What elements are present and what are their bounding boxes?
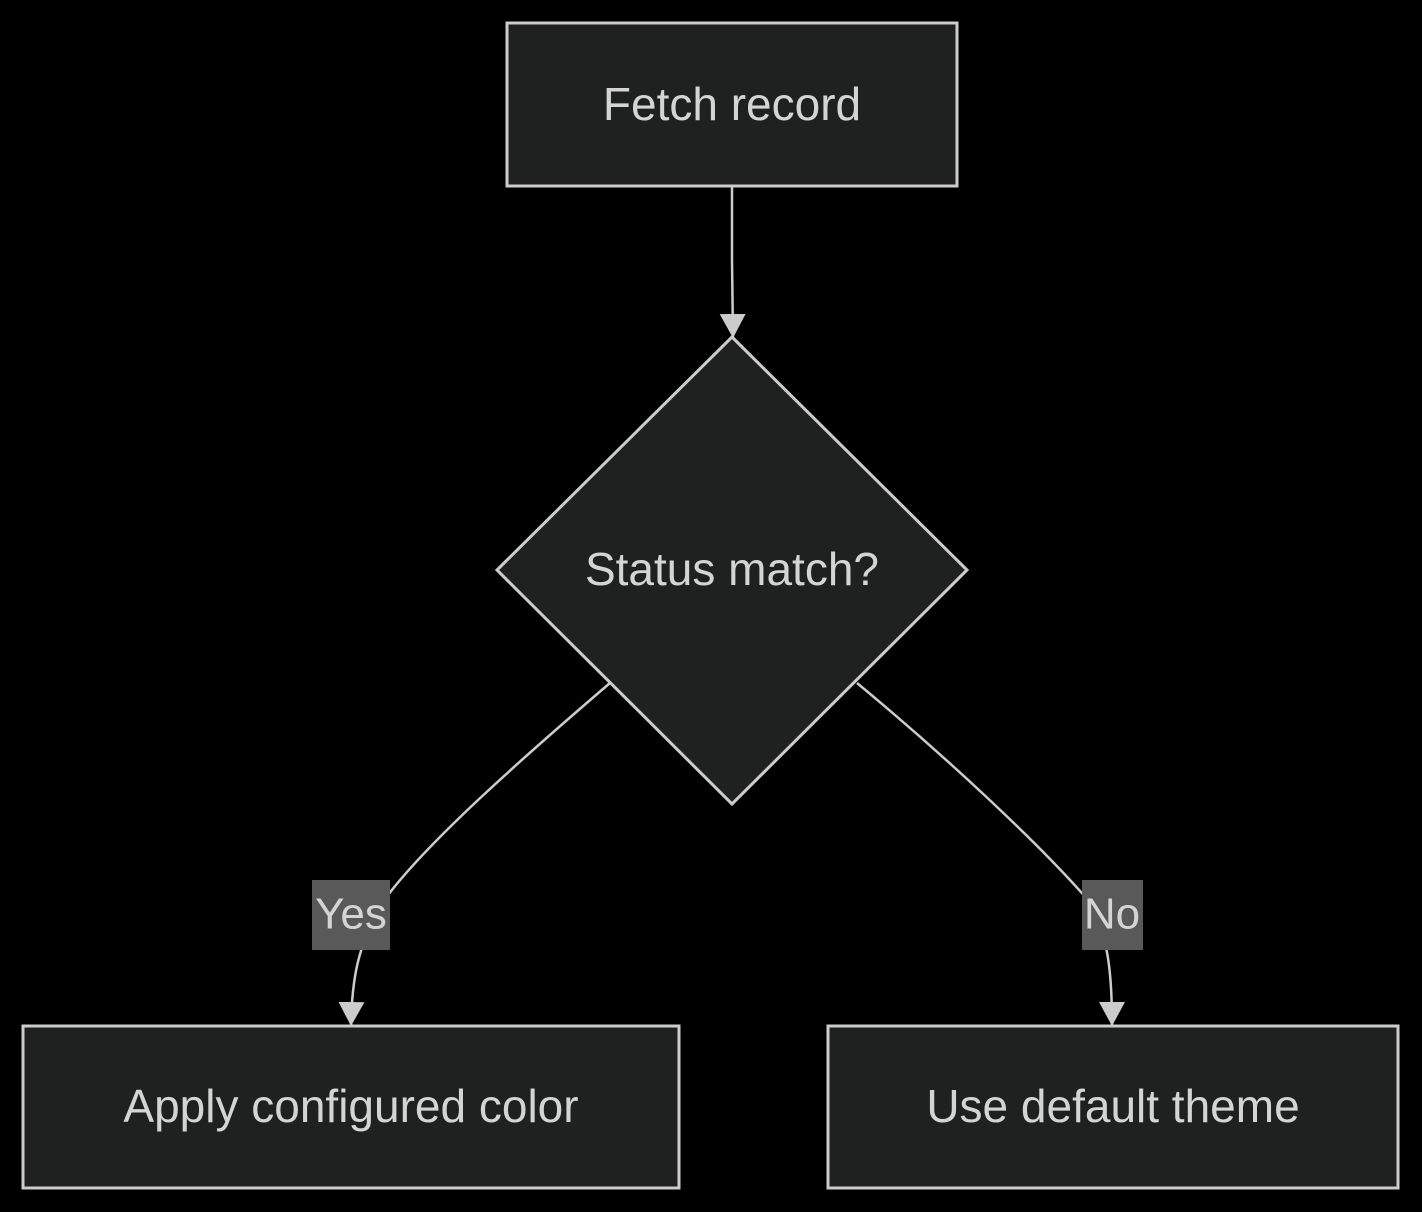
node-apply-configured-color-box: [21, 1024, 681, 1190]
node-use-default-theme-box: [826, 1024, 1400, 1190]
edge-decision-to-apply: [338, 682, 611, 1027]
edge-label-yes: Yes: [312, 880, 390, 950]
node-apply-configured-color[interactable]: Apply configured color: [21, 1024, 681, 1190]
edge-label-yes-text: Yes: [315, 890, 387, 939]
edge-fetch-to-decision: [719, 187, 746, 339]
edge-label-no: No: [1082, 880, 1143, 950]
node-apply-configured-color-label: Apply configured color: [123, 1080, 578, 1132]
edges: [338, 187, 1125, 1027]
node-status-match-diamond: [494, 334, 970, 807]
node-use-default-theme-label: Use default theme: [926, 1080, 1299, 1132]
edge-label-no-bg: [1082, 880, 1143, 950]
node-use-default-theme[interactable]: Use default theme: [826, 1024, 1400, 1190]
edge-label-no-text: No: [1084, 890, 1140, 939]
node-fetch-record-box: [505, 21, 959, 188]
node-status-match[interactable]: Status match?: [494, 334, 970, 807]
node-fetch-record[interactable]: Fetch record: [505, 21, 959, 188]
node-fetch-record-label: Fetch record: [603, 78, 861, 130]
edge-label-yes-bg: [312, 880, 390, 950]
edge-decision-to-default: [856, 682, 1125, 1027]
node-status-match-label: Status match?: [585, 543, 879, 595]
